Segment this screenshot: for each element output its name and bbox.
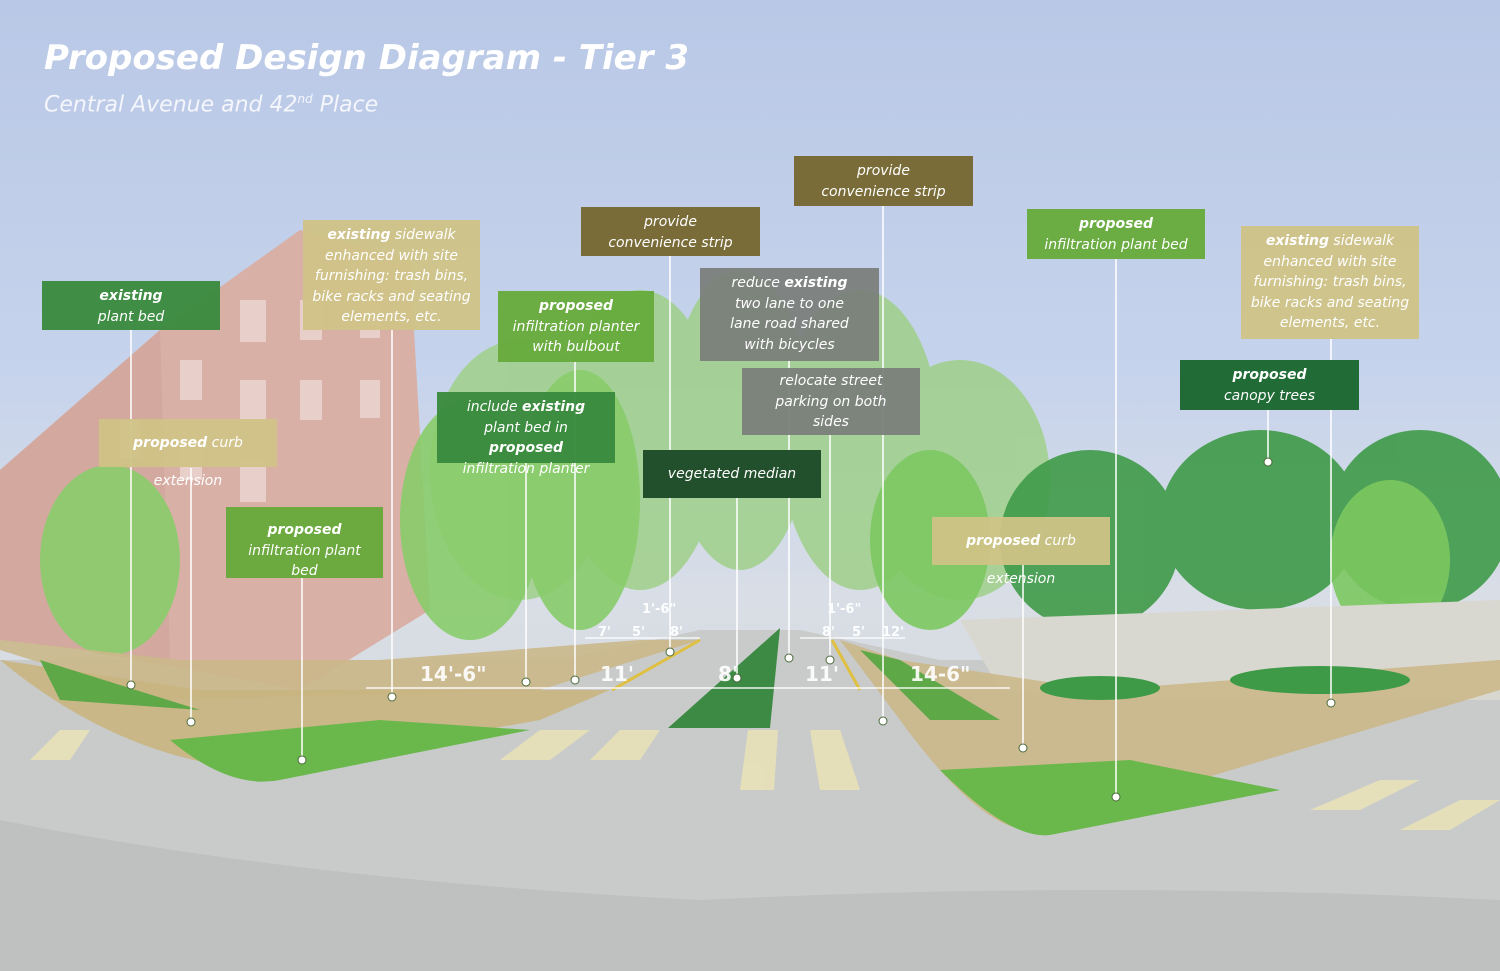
callout-vegetated-median: vegetated median (643, 450, 821, 498)
dimension-right-strip: 1'-6" (827, 602, 862, 617)
callout-text: plant bed (97, 308, 165, 325)
dimension-median: 8' (718, 662, 739, 686)
callout-provide-convenience-strip-right: provide convenience strip (794, 156, 973, 206)
plaza-planter-2 (1230, 666, 1410, 694)
callout-text: proposed (1232, 367, 1307, 383)
callout-text: proposed (1078, 216, 1154, 232)
dimension-right-sub-5: 5' (852, 625, 866, 640)
callout-text: elements, etc. (1279, 315, 1381, 331)
callout-text: curb extension (153, 435, 243, 489)
subtitle-main: Central Avenue and 42 (44, 92, 298, 118)
left-curb-extension (0, 660, 610, 770)
diagram-subtitle: Central Avenue and 42nd Place (44, 92, 378, 117)
callout-proposed-infiltration-plant-bed-left: proposed infiltration plant bed (226, 507, 383, 580)
callout-text: infiltration planter (462, 460, 590, 477)
callout-relocate-street-parking: relocate street parking on both sides (742, 368, 920, 435)
callout-text: provide (857, 163, 910, 179)
dimension-left-lane: 11' (600, 662, 634, 686)
dimension-left-strip: 1'-6" (642, 602, 677, 617)
callout-text: provide (644, 214, 697, 230)
callout-text: bike racks and seating (312, 288, 471, 305)
callout-reduce-existing-two-lane: reduce existing two lane to one lane road … (700, 268, 879, 361)
dimension-left-sidewalk: 14'-6" (420, 662, 487, 686)
dimension-left-sub-5: 5' (632, 625, 646, 640)
callout-proposed-infiltration-planter-bulbout: proposed infiltration planter with bulbout (498, 291, 654, 362)
right-bike-lane-line (830, 639, 862, 691)
callout-text: proposed (267, 522, 342, 538)
callout-text: vegetated median (667, 466, 797, 482)
callout-text: existing (522, 399, 586, 415)
callout-text: existing (327, 227, 391, 243)
callout-text: enhanced with site (325, 247, 458, 264)
callout-proposed-curb-extension-right: proposed curb extension (932, 517, 1110, 587)
leader-endpoints (126, 457, 1336, 802)
dimension-right-sub-12: 12' (882, 625, 905, 640)
callout-include-existing-plant-bed: include existing plant bed in proposed inf… (437, 392, 615, 477)
callout-text: bike racks and seating (1250, 294, 1410, 311)
callout-text: furnishing: trash bins, (1253, 274, 1407, 290)
callout-text: convenience strip (821, 183, 946, 200)
callout-provide-convenience-strip-left: provide convenience strip (581, 207, 760, 256)
callout-text: proposed (966, 533, 1041, 549)
vegetated-median-shape (668, 628, 780, 728)
callout-text: existing (1265, 233, 1329, 249)
callout-text: furnishing: trash bins, (314, 268, 469, 284)
dimension-right-lane: 11' (805, 662, 839, 686)
callout-text: with bulbout (532, 339, 620, 355)
callout-text: with bicycles (744, 336, 835, 353)
dimension-left-sub-8: 8' (670, 625, 684, 640)
callout-existing-sidewalk-right: existing sidewalk enhanced with site furni… (1241, 226, 1419, 339)
dimension-right-sub-8: 8' (822, 625, 836, 640)
callout-text: include (466, 399, 523, 415)
callout-text: canopy trees (1223, 387, 1316, 404)
left-infiltration-bed (170, 720, 530, 782)
callout-text: sidewalk (390, 227, 456, 243)
diagram-title: Proposed Design Diagram - Tier 3 (44, 38, 689, 78)
left-bike-lane-line (611, 638, 701, 692)
callout-text: relocate street (779, 373, 883, 389)
callout-text: two lane to one (735, 295, 844, 312)
callout-text: parking on both (775, 393, 887, 410)
callout-text: convenience strip (608, 234, 733, 251)
callout-text: infiltration plant bed (1044, 236, 1188, 253)
callout-text: sidewalk (1328, 233, 1395, 249)
callout-text: enhanced with site (1263, 253, 1397, 270)
plaza-planter-1 (1040, 676, 1160, 700)
callout-text: existing (99, 288, 163, 304)
dimension-left-sub-7: 7' (598, 625, 612, 640)
callout-text: sides (813, 414, 849, 430)
callout-existing-plant-bed-left: existing plant bed (42, 281, 220, 330)
callout-text: existing (784, 275, 848, 291)
callout-text: reduce (731, 275, 785, 291)
right-trees-light (870, 450, 1450, 640)
road-shadow (0, 820, 1500, 971)
callout-text: infiltration planter (512, 318, 640, 335)
callout-text: infiltration plant bed (248, 542, 361, 580)
callout-text: curb extension (986, 533, 1076, 587)
callout-proposed-canopy-trees: proposed canopy trees (1180, 360, 1359, 410)
callout-text: lane road shared (730, 316, 849, 332)
callout-text: proposed (133, 435, 208, 451)
subtitle-ordinal: nd (297, 92, 313, 106)
left-plant-bed (40, 660, 200, 710)
callout-text: elements, etc. (341, 309, 442, 325)
right-infiltration-bed (940, 760, 1280, 836)
callout-existing-sidewalk-left: existing sidewalk enhanced with site furni… (303, 220, 480, 330)
subtitle-tail: Place (312, 92, 379, 118)
callout-text: proposed (488, 440, 564, 456)
callout-proposed-curb-extension-left: proposed curb extension (99, 419, 277, 489)
callout-text: plant bed in (484, 419, 568, 436)
dimension-right-sidewalk: 14-6" (910, 662, 971, 686)
callout-text: proposed (538, 298, 614, 314)
callout-proposed-infiltration-plant-bed-right: proposed infiltration plant bed (1027, 209, 1205, 259)
crosswalk-stripes (30, 730, 1500, 830)
right-plant-bed-strip (860, 650, 1000, 720)
